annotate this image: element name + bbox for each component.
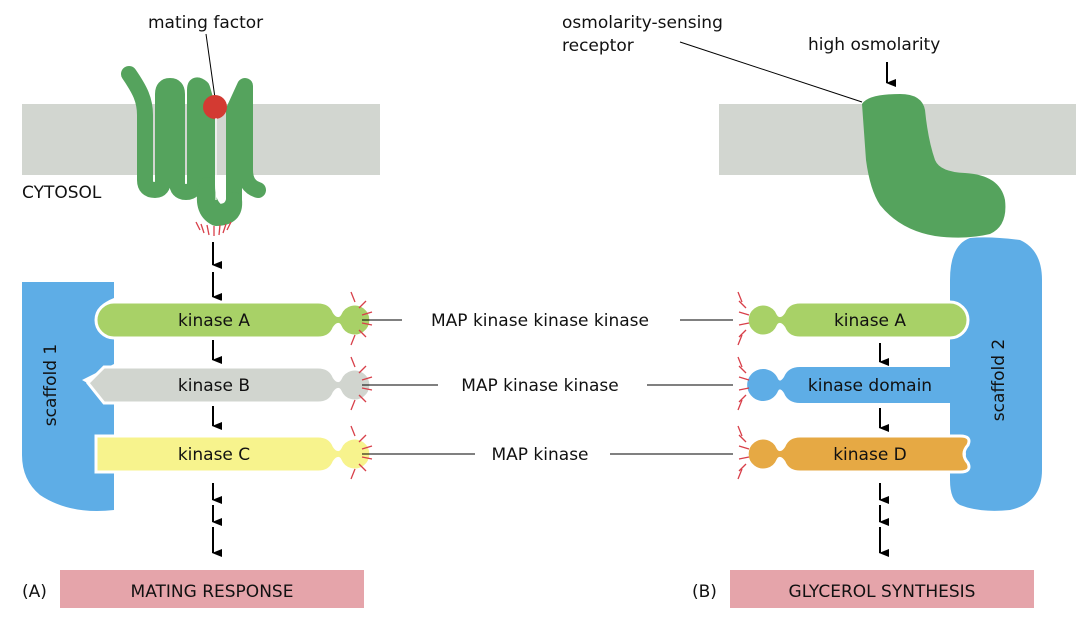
mating-factor-label: mating factor	[148, 13, 263, 33]
kinase-a-left-label: kinase A	[178, 311, 250, 331]
panel-a-tag: (A)	[22, 582, 47, 602]
mating-factor-ligand	[203, 95, 227, 119]
glycerol-synthesis-label: GLYCEROL SYNTHESIS	[789, 582, 976, 602]
kinase-a-left: kinase A	[94, 300, 373, 340]
panel-b: osmolarity-sensing receptor high osmolar…	[562, 13, 1076, 608]
panel-b-tag: (B)	[692, 582, 717, 602]
receptor-label-line1: osmolarity-sensing	[562, 13, 723, 33]
panel-a: mating factor CYTOSOL scaffold 1	[22, 13, 380, 608]
receptor-activation-rays	[195, 221, 232, 236]
kinase-b-left-label: kinase B	[178, 376, 250, 396]
kinase-d-right-label: kinase D	[833, 445, 907, 465]
mating-response-box	[60, 570, 364, 608]
mating-factor-receptor	[121, 66, 266, 226]
scaffold-1	[22, 282, 114, 511]
mapk-label: MAP kinase	[491, 445, 588, 465]
kinase-b-left: kinase B	[85, 365, 373, 405]
activation-rays-left	[350, 291, 373, 480]
high-osmolarity-label: high osmolarity	[808, 35, 940, 55]
scaffold-1-label: scaffold 1	[41, 344, 61, 426]
kinase-c-left-label: kinase C	[178, 445, 250, 465]
mating-response-label: MATING RESPONSE	[131, 582, 294, 602]
activation-rays-right	[737, 291, 750, 480]
receptor-label-line2: receptor	[562, 36, 634, 56]
kinase-a-right-label: kinase A	[834, 311, 906, 331]
osmolarity-receptor	[862, 94, 1006, 238]
mapkkk-label: MAP kinase kinase kinase	[431, 311, 649, 331]
glycerol-synthesis-box	[730, 570, 1034, 608]
kinase-d-right: kinase D	[745, 434, 971, 474]
kinase-c-left: kinase C	[94, 434, 373, 474]
mapkk-label: MAP kinase kinase	[461, 376, 619, 396]
center-labels: MAP kinase kinase kinase MAP kinase kina…	[362, 311, 733, 465]
ligand-pointer-line	[205, 33, 216, 99]
kinase-a-right: kinase A	[745, 300, 970, 340]
cytosol-label: CYTOSOL	[22, 183, 102, 203]
receptor-pointer-line	[679, 41, 863, 103]
kinase-domain-right: kinase domain	[747, 367, 952, 403]
scaffold-2-label: scaffold 2	[989, 339, 1009, 421]
kinase-domain-right-label: kinase domain	[808, 376, 932, 396]
